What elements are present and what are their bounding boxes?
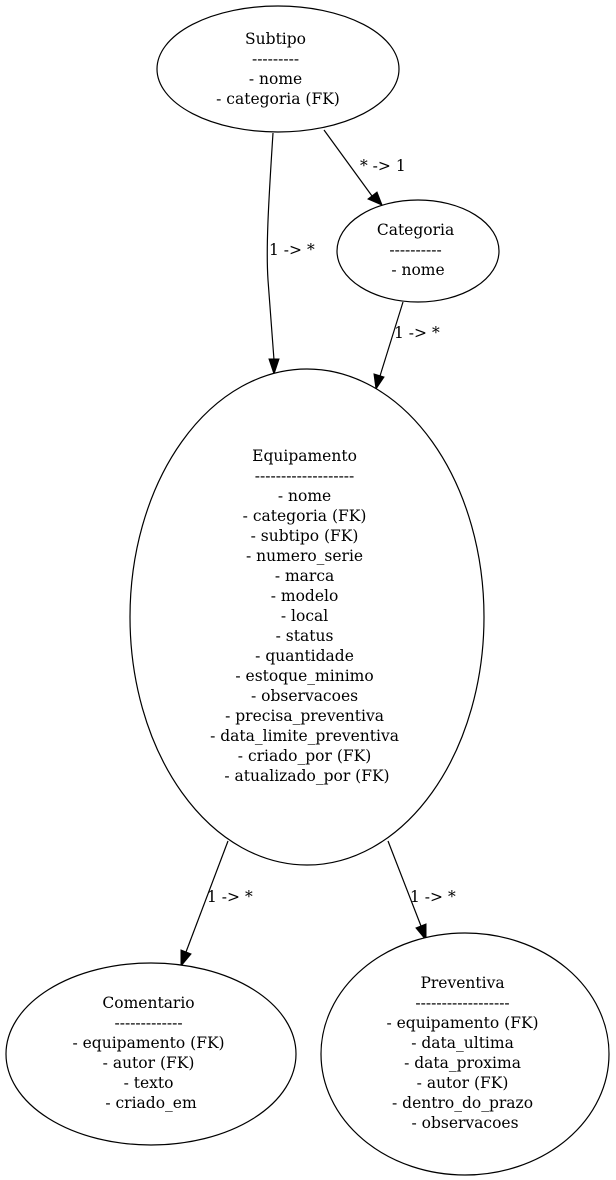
node-attribute: - nome [278, 487, 331, 505]
edge-label: 1 -> * [269, 241, 315, 259]
arrow-head [180, 949, 192, 968]
node-attribute: - observacoes [411, 1114, 518, 1132]
node-label: Categoria ---------- - nome [377, 221, 459, 279]
node-attribute: - atualizado_por (FK) [224, 767, 389, 785]
node-attribute: - subtipo (FK) [251, 527, 359, 545]
node-attribute: - equipamento (FK) [72, 1034, 224, 1052]
node-shape [320, 932, 610, 1176]
node-divider: ---------- [389, 241, 441, 259]
node-shape [5, 962, 297, 1146]
edge-subtipo-equipamento: 1 -> * [266, 132, 315, 376]
edge-line [266, 132, 275, 361]
node-shape [129, 368, 485, 866]
node-label: Comentario ------------- - equipamento (… [72, 994, 229, 1112]
node-attribute: - categoria (FK) [243, 507, 367, 525]
node-divider: ------------- [114, 1014, 182, 1032]
node-label: Equipamento ------------------- - nome -… [210, 447, 404, 785]
node-attribute: - autor (FK) [417, 1074, 509, 1092]
node-attribute: - data_proxima [404, 1054, 521, 1072]
arrow-head [415, 923, 427, 942]
node-attribute: - nome [249, 70, 302, 88]
node-attribute: - precisa_preventiva [225, 707, 384, 725]
node-attribute: - equipamento (FK) [386, 1014, 538, 1032]
arrow-head [268, 358, 280, 376]
node-attribute: - data_ultima [411, 1034, 514, 1052]
node-comentario: Comentario ------------- - equipamento (… [5, 962, 297, 1146]
node-equipamento: Equipamento ------------------- - nome -… [129, 368, 485, 866]
edge-equipamento-comentario: 1 -> * [180, 840, 253, 968]
node-attribute: - texto [124, 1074, 174, 1092]
edge-line [379, 301, 404, 377]
node-subtipo: Subtipo --------- - nome - categoria (FK… [156, 5, 400, 133]
node-attribute: - nome [391, 261, 444, 279]
node-title: Preventiva [420, 974, 504, 992]
node-shape [156, 5, 400, 133]
node-attribute: - marca [275, 567, 334, 585]
edge-subtipo-categoria: * -> 1 [323, 129, 406, 206]
node-attribute: - numero_serie [246, 547, 363, 565]
node-categoria: Categoria ---------- - nome [336, 199, 500, 303]
edge-label: 1 -> * [207, 888, 253, 906]
edge-line [323, 129, 373, 197]
edge-line [387, 840, 422, 927]
node-shape [336, 199, 500, 303]
node-attribute: - data_limite_preventiva [210, 727, 399, 745]
edge-label: 1 -> * [410, 888, 456, 906]
node-attribute: - criado_em [105, 1094, 197, 1112]
node-title: Comentario [102, 994, 194, 1012]
node-attribute: - categoria (FK) [216, 90, 340, 108]
node-attribute: - local [281, 607, 328, 625]
node-attribute: - observacoes [251, 687, 358, 705]
node-divider: ------------------- [255, 467, 355, 485]
node-divider: --------- [252, 50, 299, 68]
node-title: Categoria [377, 221, 454, 239]
node-label: Subtipo --------- - nome - categoria (FK… [216, 30, 340, 108]
node-label: Preventiva ------------------ - equipame… [386, 974, 543, 1132]
arrow-head [367, 191, 383, 206]
node-divider: ------------------ [415, 994, 509, 1012]
arrow-head [373, 373, 385, 391]
edge-equipamento-preventiva: 1 -> * [387, 840, 456, 942]
node-attribute: - modelo [271, 587, 339, 605]
node-title: Subtipo [245, 30, 306, 48]
node-attribute: - status [276, 627, 334, 645]
node-attribute: - estoque_minimo [235, 667, 373, 685]
edge-label: 1 -> * [394, 324, 440, 342]
edge-label: * -> 1 [360, 157, 406, 175]
node-attribute: - autor (FK) [103, 1054, 195, 1072]
node-attribute: - dentro_do_prazo [392, 1094, 533, 1112]
node-title: Equipamento [252, 447, 357, 465]
node-preventiva: Preventiva ------------------ - equipame… [320, 932, 610, 1176]
node-attribute: - quantidade [255, 647, 354, 665]
edge-line [185, 840, 229, 953]
edge-categoria-equipamento: 1 -> * [373, 301, 440, 391]
node-attribute: - criado_por (FK) [238, 747, 371, 765]
